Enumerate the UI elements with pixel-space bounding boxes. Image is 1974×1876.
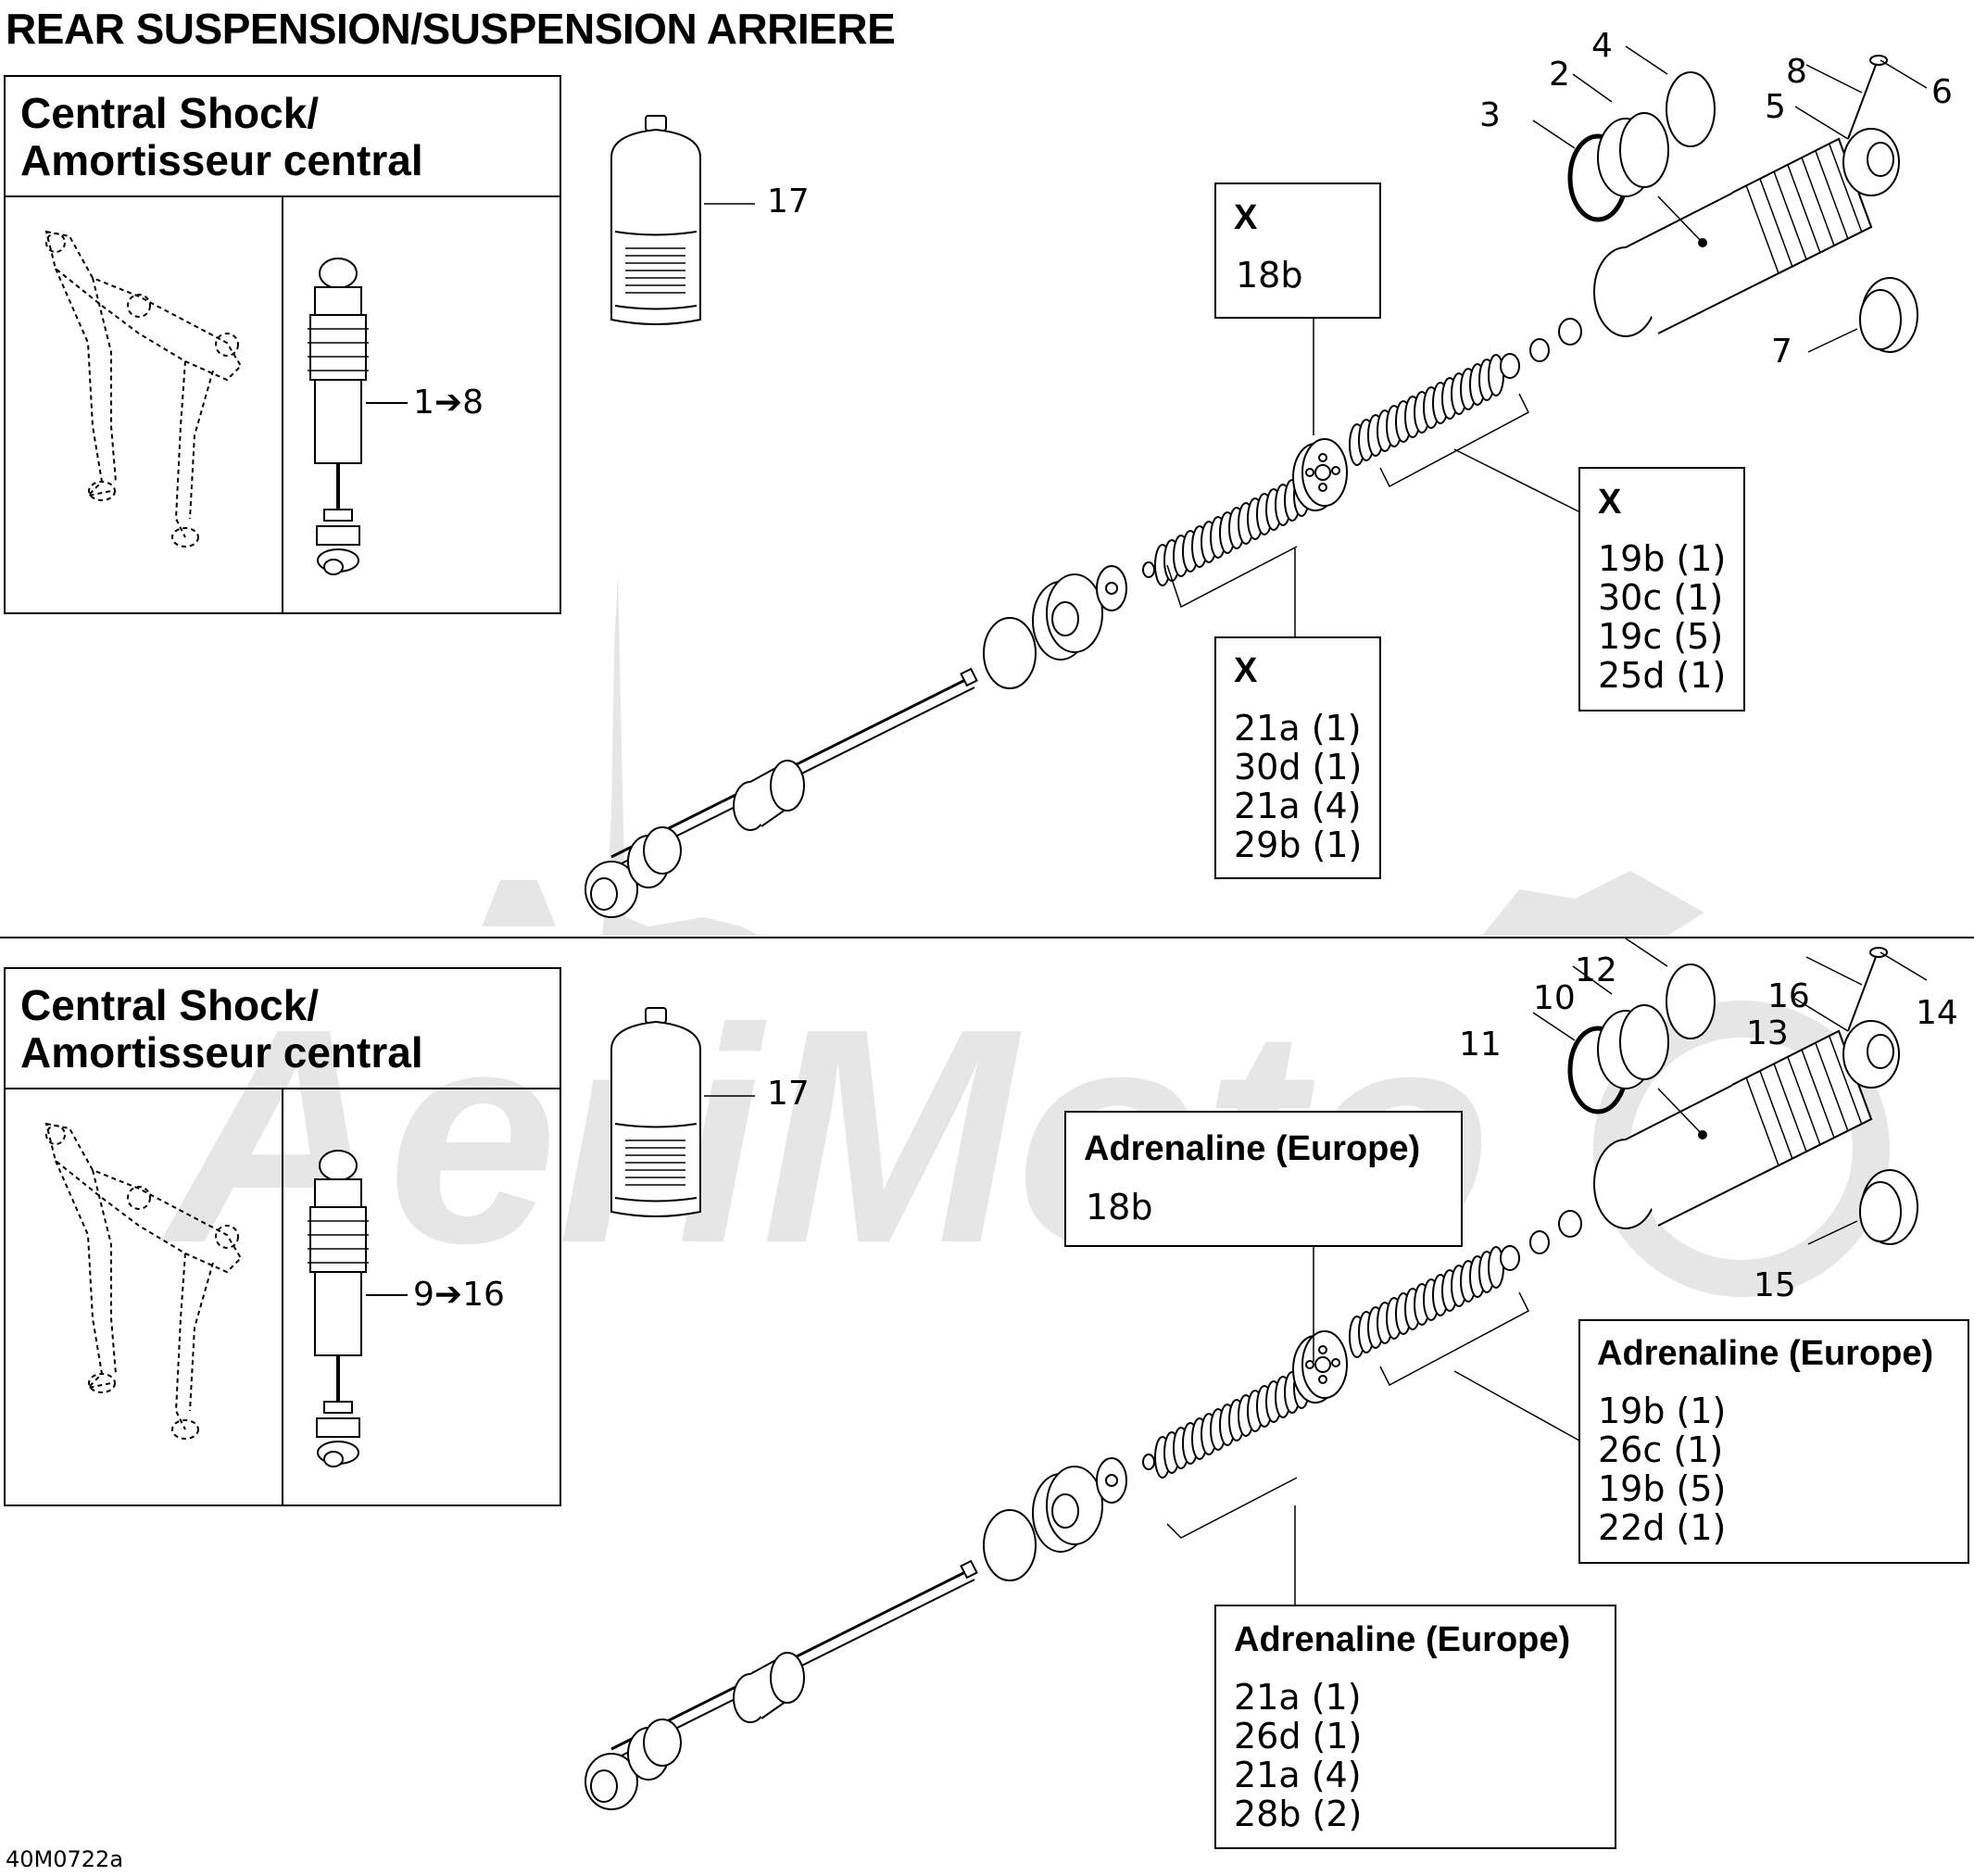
upper-callout-7: 7 xyxy=(1771,333,1792,371)
upper-callout-3: 3 xyxy=(1479,96,1501,134)
lower-box-right-heading: Adrenaline (Europe) xyxy=(1597,1334,1934,1373)
lower-callout-13: 13 xyxy=(1746,1014,1789,1052)
lower-box-top-line1: 18b xyxy=(1086,1187,1153,1228)
upper-bottle-label: 17 xyxy=(767,183,810,220)
lower-callout-10: 10 xyxy=(1533,979,1576,1017)
lower-box-bottom-line3: 21a (4) xyxy=(1234,1755,1362,1795)
upper-box-top-heading: X xyxy=(1234,198,1258,237)
lower-callout-15: 15 xyxy=(1754,1266,1796,1304)
page-title: REAR SUSPENSION/SUSPENSION ARRIERE xyxy=(6,5,896,53)
callout-box-frames xyxy=(1064,183,1969,1849)
lower-shock-sketch xyxy=(306,1149,371,1468)
upper-callout-8: 8 xyxy=(1786,53,1807,91)
upper-box-bottom-line3: 21a (4) xyxy=(1234,786,1362,826)
lower-box-top-heading: Adrenaline (Europe) xyxy=(1084,1129,1421,1168)
lower-box-bottom-line4: 28b (2) xyxy=(1234,1794,1363,1834)
lower-box-right-line2: 26c (1) xyxy=(1598,1429,1724,1470)
upper-shock-sketch xyxy=(306,257,371,576)
upper-inset-heading-line2: Amortisseur central xyxy=(20,136,423,184)
upper-box-right-line1: 19b (1) xyxy=(1598,538,1727,579)
upper-box-bottom-line4: 29b (1) xyxy=(1234,825,1363,865)
lower-callout-11: 11 xyxy=(1459,1026,1502,1064)
lower-inset-frame xyxy=(4,967,561,1506)
lower-box-right-line4: 22d (1) xyxy=(1598,1507,1727,1548)
upper-box-right-line3: 19c (5) xyxy=(1598,616,1724,657)
upper-oil-bottle xyxy=(610,115,701,325)
upper-box-leaders xyxy=(1166,318,1585,639)
upper-box-bottom-heading: X xyxy=(1234,651,1258,690)
lower-box-leaders xyxy=(1166,1246,1580,1607)
upper-inset-frame xyxy=(4,75,561,614)
upper-box-right-line4: 25d (1) xyxy=(1598,655,1727,696)
lower-box-bottom-line2: 26d (1) xyxy=(1234,1716,1363,1756)
upper-callout-2: 2 xyxy=(1549,56,1570,94)
upper-callout-5: 5 xyxy=(1765,88,1786,126)
lower-box-right-line3: 19b (5) xyxy=(1598,1468,1727,1509)
lower-callout-12: 12 xyxy=(1575,951,1617,989)
lower-inset-heading-line2: Amortisseur central xyxy=(20,1028,423,1076)
lower-box-bottom-line1: 21a (1) xyxy=(1234,1677,1362,1718)
upper-box-top-line1: 18b xyxy=(1236,255,1303,296)
upper-box-right-line2: 30c (1) xyxy=(1598,577,1724,618)
upper-box-bottom-line2: 30d (1) xyxy=(1234,747,1363,787)
lower-callout-14: 14 xyxy=(1916,994,1958,1032)
lower-inset-heading-line1: Central Shock/ xyxy=(20,981,320,1029)
lower-inset-heading: Central Shock/ Amortisseur central xyxy=(20,982,423,1076)
upper-inset-heading-line1: Central Shock/ xyxy=(20,89,320,137)
upper-callout-6: 6 xyxy=(1931,73,1953,111)
lower-box-right-line1: 19b (1) xyxy=(1598,1391,1727,1431)
upper-callout-4: 4 xyxy=(1591,27,1613,65)
upper-box-right-heading: X xyxy=(1598,483,1622,522)
upper-box-bottom-line1: 21a (1) xyxy=(1234,708,1362,749)
upper-frame-sketch xyxy=(45,231,242,548)
lower-callout-16: 16 xyxy=(1767,977,1810,1015)
lower-box-bottom-heading: Adrenaline (Europe) xyxy=(1234,1620,1571,1659)
upper-inset-range: 1➔8 xyxy=(413,384,484,422)
lower-bottle-label: 17 xyxy=(767,1075,810,1113)
figure-code: 40M0722a xyxy=(6,1846,124,1872)
upper-inset-heading: Central Shock/ Amortisseur central xyxy=(20,90,423,184)
lower-oil-bottle xyxy=(610,1007,701,1217)
lower-inset-range: 9➔16 xyxy=(413,1276,505,1314)
